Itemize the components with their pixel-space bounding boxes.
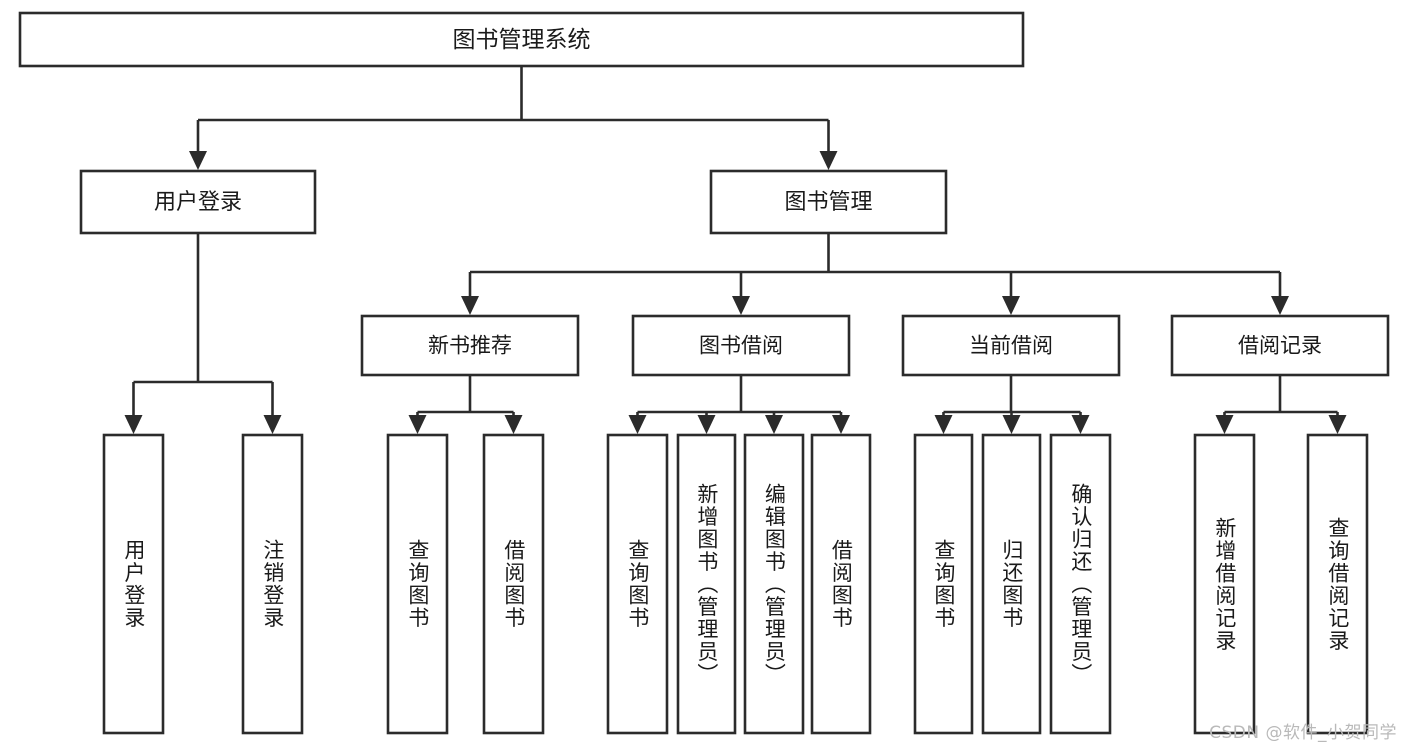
arrow-to-leaf-query-book-2 <box>628 415 647 434</box>
node-borrow-records-box[interactable] <box>1170 314 1390 377</box>
node-leaf-add-book-box[interactable] <box>676 433 737 735</box>
node-leaf-confirm-return-box[interactable] <box>1049 433 1112 735</box>
arrow-to-new-book-recommend <box>461 296 479 315</box>
node-book-borrow-label: 图书借阅 <box>699 334 783 358</box>
node-user-login-box[interactable] <box>79 169 317 235</box>
node-leaf-query-record-box[interactable] <box>1306 433 1369 735</box>
node-leaf-query-book-2-box[interactable] <box>606 433 669 735</box>
arrow-to-leaf-borrow-book-2 <box>832 415 850 434</box>
arrow-to-leaf-edit-book <box>765 415 783 434</box>
node-root-label: 图书管理系统 <box>453 27 591 53</box>
node-current-borrow-box[interactable] <box>901 314 1121 377</box>
arrow-to-leaf-borrow-book-1 <box>504 415 523 434</box>
node-leaf-add-record-box[interactable] <box>1193 433 1256 735</box>
node-leaf-query-book-3-box[interactable] <box>913 433 974 735</box>
arrow-to-leaf-add-book <box>697 415 716 434</box>
arrow-to-book-borrow <box>732 296 750 315</box>
arrow-to-leaf-return-book <box>1002 415 1021 434</box>
arrow-to-book-manage <box>819 151 838 170</box>
node-box-layer <box>18 11 1390 735</box>
watermark: CSDN @软件_小贺同学 <box>1209 723 1397 743</box>
node-leaf-edit-book-box[interactable] <box>743 433 805 735</box>
arrow-to-leaf-user-login <box>124 415 143 434</box>
node-book-manage-box[interactable] <box>709 169 948 235</box>
node-new-book-recommend-box[interactable] <box>360 314 580 377</box>
arrow-to-leaf-query-book-1 <box>408 415 427 434</box>
node-leaf-user-logout-box[interactable] <box>241 433 304 735</box>
arrow-to-leaf-query-record <box>1328 415 1347 434</box>
node-current-borrow-label: 当前借阅 <box>969 334 1053 358</box>
arrow-to-leaf-user-logout <box>263 415 282 434</box>
arrow-to-user-login <box>189 151 207 170</box>
node-leaf-borrow-book-1-box[interactable] <box>482 433 545 735</box>
node-borrow-records-label: 借阅记录 <box>1238 334 1322 358</box>
node-leaf-user-login-box[interactable] <box>102 433 165 735</box>
node-book-manage-label: 图书管理 <box>784 190 872 215</box>
node-leaf-borrow-book-2-box[interactable] <box>810 433 872 735</box>
connector-layer <box>124 66 1347 434</box>
arrow-to-leaf-confirm-return <box>1071 415 1090 434</box>
arrow-to-current-borrow <box>1002 296 1020 315</box>
node-new-book-recommend-label: 新书推荐 <box>428 334 512 358</box>
arrow-to-leaf-add-record <box>1215 415 1234 434</box>
node-leaf-return-book-box[interactable] <box>981 433 1042 735</box>
node-leaf-query-book-1-box[interactable] <box>386 433 449 735</box>
arrow-to-borrow-records <box>1271 296 1289 315</box>
node-root-box[interactable] <box>18 11 1025 68</box>
node-user-login-label: 用户登录 <box>154 190 242 215</box>
node-book-borrow-box[interactable] <box>631 314 851 377</box>
arrow-to-leaf-query-book-3 <box>934 415 953 434</box>
